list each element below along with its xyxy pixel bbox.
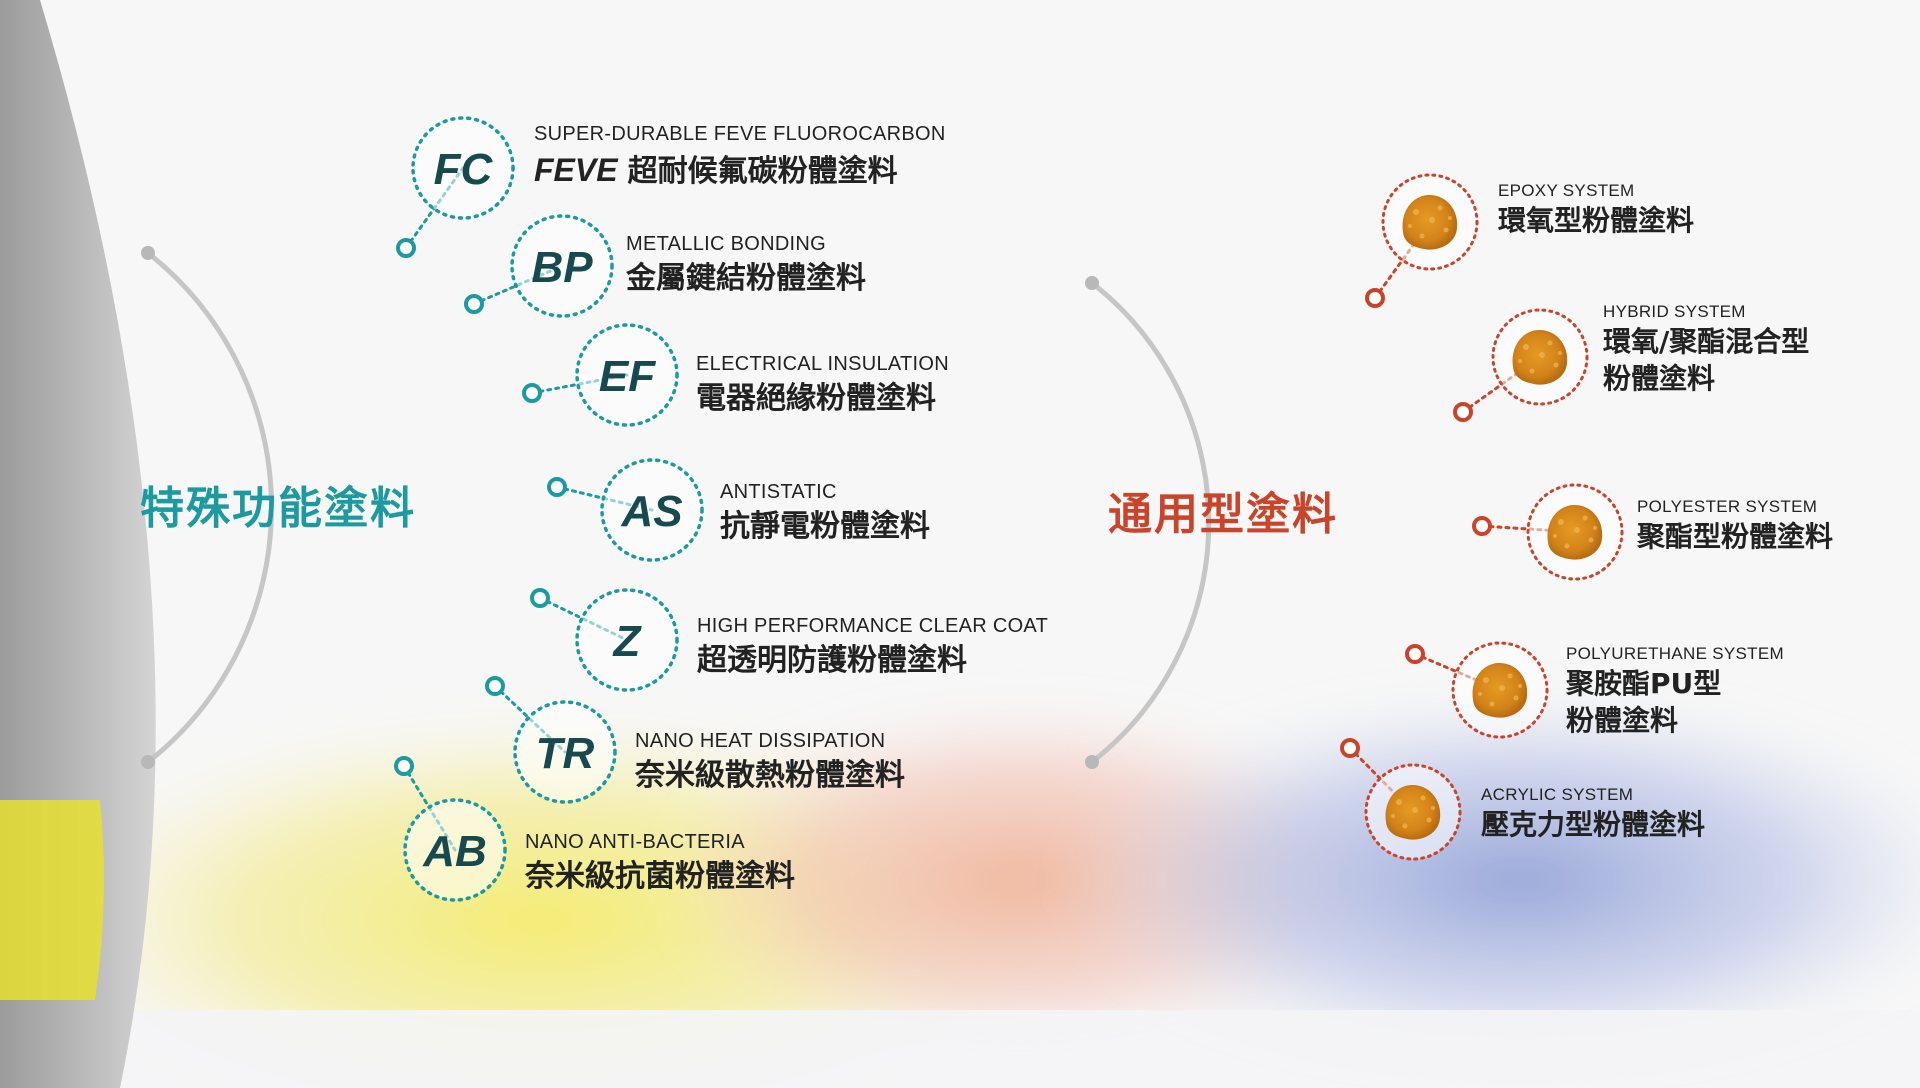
special-badge-ring [600, 458, 704, 562]
special-item-label: HIGH PERFORMANCE CLEAR COAT 超透明防護粉體塗料 [697, 616, 1048, 680]
general-item-en: POLYURETHANE SYSTEM [1566, 644, 1784, 663]
powder-pile-icon [1547, 504, 1603, 560]
general-arc-node [1405, 644, 1425, 664]
special-badge-abbr: FC [434, 145, 494, 194]
special-coatings-group: FC BP EF AS Z TR AB [141, 116, 704, 902]
general-item-zh-line2: 粉體塗料 [1566, 704, 1679, 737]
special-item-zh-row: 奈米級散熱粉體塗料 [635, 757, 905, 795]
special-arc-start-dot [141, 246, 155, 260]
special-badge-abbr: AS [620, 487, 682, 536]
special-item-zh-row: 奈米級抗菌粉體塗料 [525, 858, 795, 896]
special-item-en: ELECTRICAL INSULATION [696, 353, 950, 375]
general-item-zh: 環氧型粉體塗料 [1498, 204, 1695, 237]
general-arc-start-dot [1085, 276, 1099, 290]
special-item-en: NANO HEAT DISSIPATION [635, 730, 886, 752]
special-item-en: SUPER-DURABLE FEVE FLUOROCARBON [534, 123, 946, 145]
special-category-title: 特殊功能塗料 [140, 483, 416, 534]
special-item-zh: 超耐候氟碳粉體塗料 [627, 154, 898, 189]
special-badge-ring [411, 116, 515, 220]
special-item-en: NANO ANTI-BACTERIA [525, 831, 745, 853]
left-edge-yellow [0, 800, 104, 1000]
special-arc-node [522, 383, 542, 403]
general-item-zh-line2: 粉體塗料 [1603, 362, 1716, 395]
special-item-label: ANTISTATIC 抗靜電粉體塗料 [720, 482, 930, 546]
powder-pile-icon [1402, 194, 1458, 250]
special-badge-abbr: Z [612, 617, 643, 666]
special-badge-abbr: EF [599, 352, 656, 401]
general-arc-node [1453, 402, 1473, 422]
general-coatings-group [1085, 173, 1624, 861]
special-arc-end-dot [141, 755, 155, 769]
special-item-label: ELECTRICAL INSULATION 電器絕緣粉體塗料 [696, 354, 949, 418]
special-item-zh-row: 超透明防護粉體塗料 [697, 642, 1048, 680]
special-badge-ring [510, 214, 614, 318]
special-item-label: SUPER-DURABLE FEVE FLUOROCARBON FEVE 超耐候氟碳… [534, 124, 946, 191]
general-arc-end-dot [1085, 755, 1099, 769]
general-arc [1089, 280, 1212, 765]
special-arc-node [547, 477, 567, 497]
special-arc-node [530, 588, 550, 608]
general-item-label: POLYESTER SYSTEM 聚酯型粉體塗料 [1637, 498, 1833, 554]
special-item-zh: 電器絕緣粉體塗料 [696, 381, 936, 416]
general-item-en: ACRYLIC SYSTEM [1481, 785, 1634, 804]
background-powder-piles [0, 690, 1920, 1088]
special-item-zh-row: FEVE 超耐候氟碳粉體塗料 [534, 150, 946, 191]
special-arc-node [464, 294, 484, 314]
general-item-label: EPOXY SYSTEM 環氧型粉體塗料 [1498, 182, 1694, 238]
general-arc-node [1340, 738, 1360, 758]
special-item-label: METALLIC BONDING 金屬鍵結粉體塗料 [626, 234, 866, 298]
special-arc-node [394, 756, 414, 776]
general-item-zh: 聚胺酯PU型 [1566, 667, 1722, 700]
special-badge-ring [575, 588, 679, 692]
special-item-zh-row: 電器絕緣粉體塗料 [696, 380, 949, 418]
special-item-label: NANO HEAT DISSIPATION 奈米級散熱粉體塗料 [635, 731, 905, 795]
general-arc-node [1365, 288, 1385, 308]
special-item-label: NANO ANTI-BACTERIA 奈米級抗菌粉體塗料 [525, 832, 795, 896]
special-item-zh-row: 金屬鍵結粉體塗料 [626, 260, 866, 298]
special-item-zh-prefix: FEVE [534, 152, 618, 188]
special-item-zh: 奈米級抗菌粉體塗料 [525, 859, 795, 894]
general-arc-node [1472, 516, 1492, 536]
special-badge-abbr: BP [531, 243, 593, 292]
general-item-zh: 聚酯型粉體塗料 [1637, 520, 1834, 553]
general-item-en: POLYESTER SYSTEM [1637, 497, 1818, 516]
powder-pile-icon [1472, 662, 1528, 718]
special-arc [145, 250, 274, 765]
special-item-en: METALLIC BONDING [626, 233, 827, 255]
special-item-zh: 奈米級散熱粉體塗料 [635, 758, 905, 793]
special-item-zh: 超透明防護粉體塗料 [697, 643, 967, 678]
special-badge-ring [575, 323, 679, 427]
general-category-title: 通用型塗料 [1108, 489, 1338, 540]
special-item-en: ANTISTATIC [720, 481, 837, 503]
general-item-zh: 壓克力型粉體塗料 [1481, 808, 1706, 841]
special-badge-abbr: AB [422, 827, 487, 876]
special-item-zh-row: 抗靜電粉體塗料 [720, 508, 930, 546]
special-badge-abbr: TR [536, 729, 595, 778]
special-arc-node [485, 676, 505, 696]
general-item-zh: 環氧/聚酯混合型 [1603, 325, 1810, 358]
special-badge-ring [513, 700, 617, 804]
special-item-en: HIGH PERFORMANCE CLEAR COAT [697, 615, 1049, 637]
powder-pile-icon [1512, 329, 1568, 385]
special-badge-ring [403, 798, 507, 902]
special-arc-node [396, 238, 416, 258]
special-item-zh: 金屬鍵結粉體塗料 [626, 261, 866, 296]
general-item-label: ACRYLIC SYSTEM 壓克力型粉體塗料 [1481, 786, 1705, 842]
general-item-en: EPOXY SYSTEM [1498, 181, 1635, 200]
general-item-label: HYBRID SYSTEM 環氧/聚酯混合型粉體塗料 [1603, 303, 1809, 396]
powder-pile-icon [1385, 784, 1441, 840]
general-connector [1413, 652, 1502, 692]
general-item-en: HYBRID SYSTEM [1603, 302, 1746, 321]
special-item-zh: 抗靜電粉體塗料 [720, 509, 930, 544]
general-item-label: POLYURETHANE SYSTEM 聚胺酯PU型粉體塗料 [1566, 645, 1784, 738]
